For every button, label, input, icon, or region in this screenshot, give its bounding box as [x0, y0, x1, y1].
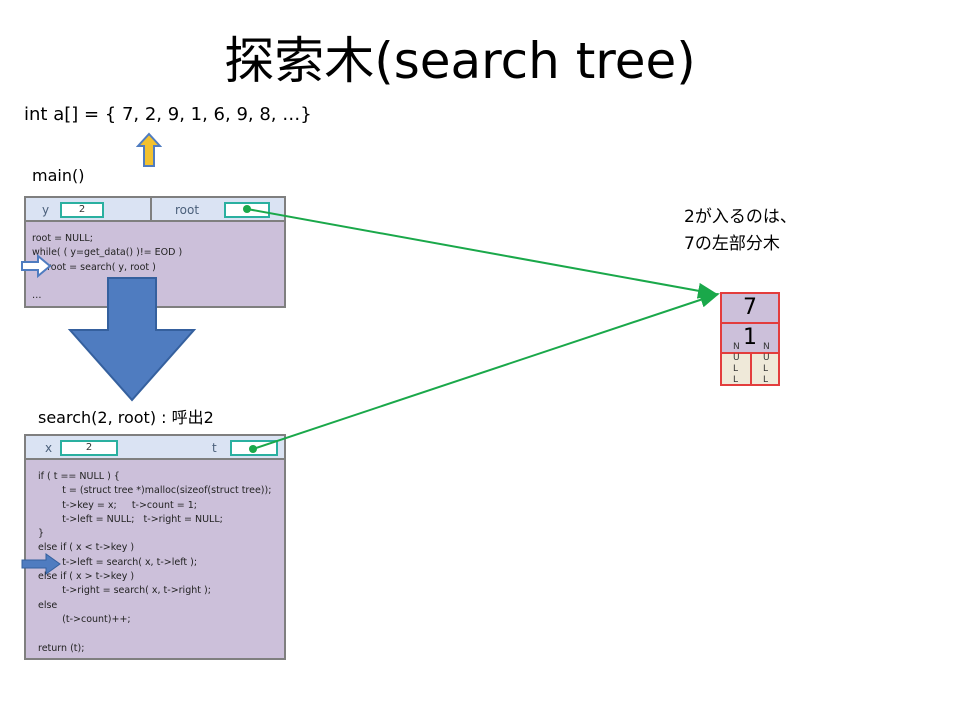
- array-declaration: int a[] = { 7, 2, 9, 1, 6, 9, 8, …}: [24, 104, 312, 125]
- search-current-line-arrow-icon: [21, 553, 61, 575]
- tree-node-key: 7: [720, 292, 780, 324]
- search-var-x-name: x: [45, 441, 53, 455]
- root-pointer-line: [246, 208, 718, 299]
- call-down-arrow-icon: [67, 277, 197, 402]
- input-pointer-arrow-icon: [136, 132, 162, 167]
- tree-node-right-null: [750, 352, 780, 386]
- main-current-line-arrow-icon: [21, 253, 52, 279]
- search-stack-frame: [24, 434, 286, 660]
- main-var-root-name: root: [175, 203, 200, 217]
- main-var-y-value: 2: [60, 202, 104, 218]
- main-code-block: root = NULL; while( ( y=get_data() )!= E…: [32, 233, 183, 302]
- tree-node-right-null-label: N U L L: [763, 342, 770, 385]
- root-pointer-dot: [243, 205, 251, 213]
- tree-node-left-null-label: N U L L: [733, 342, 740, 385]
- search-frame-label: search(2, root) : 呼出2: [38, 408, 214, 427]
- page-title: 探索木(search tree): [224, 32, 696, 90]
- search-code-block: if ( t == NULL ) { t = (struct tree *)ma…: [38, 471, 272, 654]
- t-pointer-line: [252, 292, 720, 450]
- main-frame-label: main(): [32, 166, 85, 185]
- search-var-t-name: t: [212, 441, 217, 455]
- annotation-note: 2が入るのは、 7の左部分木: [684, 207, 797, 254]
- main-var-y-name: y: [42, 203, 50, 217]
- search-var-x-value: 2: [60, 440, 118, 456]
- t-pointer-dot: [249, 445, 257, 453]
